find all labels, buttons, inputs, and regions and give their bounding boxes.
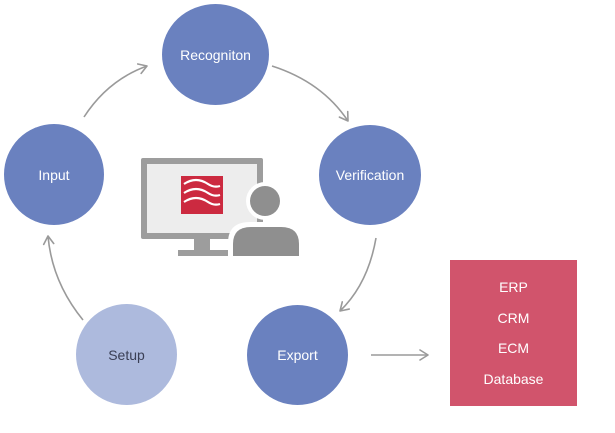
setup-node: Setup: [76, 304, 177, 405]
document-waves-logo: [181, 176, 223, 214]
target-database: Database: [483, 370, 544, 387]
recognition-label: Recogniton: [180, 46, 251, 63]
target-erp: ERP: [499, 279, 528, 296]
export-node: Export: [247, 305, 348, 405]
recognition-node: Recogniton: [162, 4, 269, 105]
input-node: Input: [4, 124, 104, 225]
arrow-recognition-to-verification: [271, 65, 349, 122]
export-label: Export: [277, 347, 318, 363]
verification-node: Verification: [319, 125, 421, 225]
setup-label: Setup: [108, 346, 145, 363]
target-systems-box: ERP CRM ECM Database: [450, 260, 577, 406]
target-ecm: ECM: [497, 340, 530, 357]
input-label: Input: [38, 166, 70, 183]
arrow-verification-to-export: [339, 237, 377, 312]
verification-label: Verification: [335, 167, 405, 183]
arrow-input-to-recognition: [83, 63, 148, 118]
monitor-with-user-icon: [141, 158, 304, 259]
arrow-setup-to-input: [42, 235, 84, 321]
target-crm: CRM: [497, 309, 530, 326]
